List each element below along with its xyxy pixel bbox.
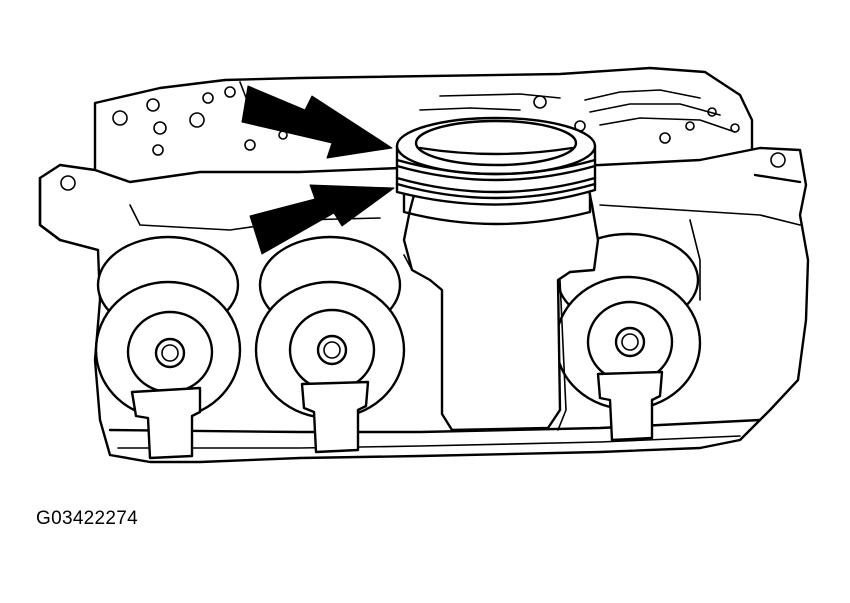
lower-arrow	[249, 184, 395, 255]
accumulator-piston	[395, 116, 597, 226]
figure-id-label: G03422274	[36, 508, 139, 529]
upper-arrow	[241, 85, 393, 159]
solenoid-left	[94, 235, 242, 420]
lower-seal-ring	[395, 176, 597, 194]
upper-seal-ring	[395, 158, 597, 176]
solenoid-clips	[130, 370, 664, 460]
plate-holes	[112, 86, 740, 156]
